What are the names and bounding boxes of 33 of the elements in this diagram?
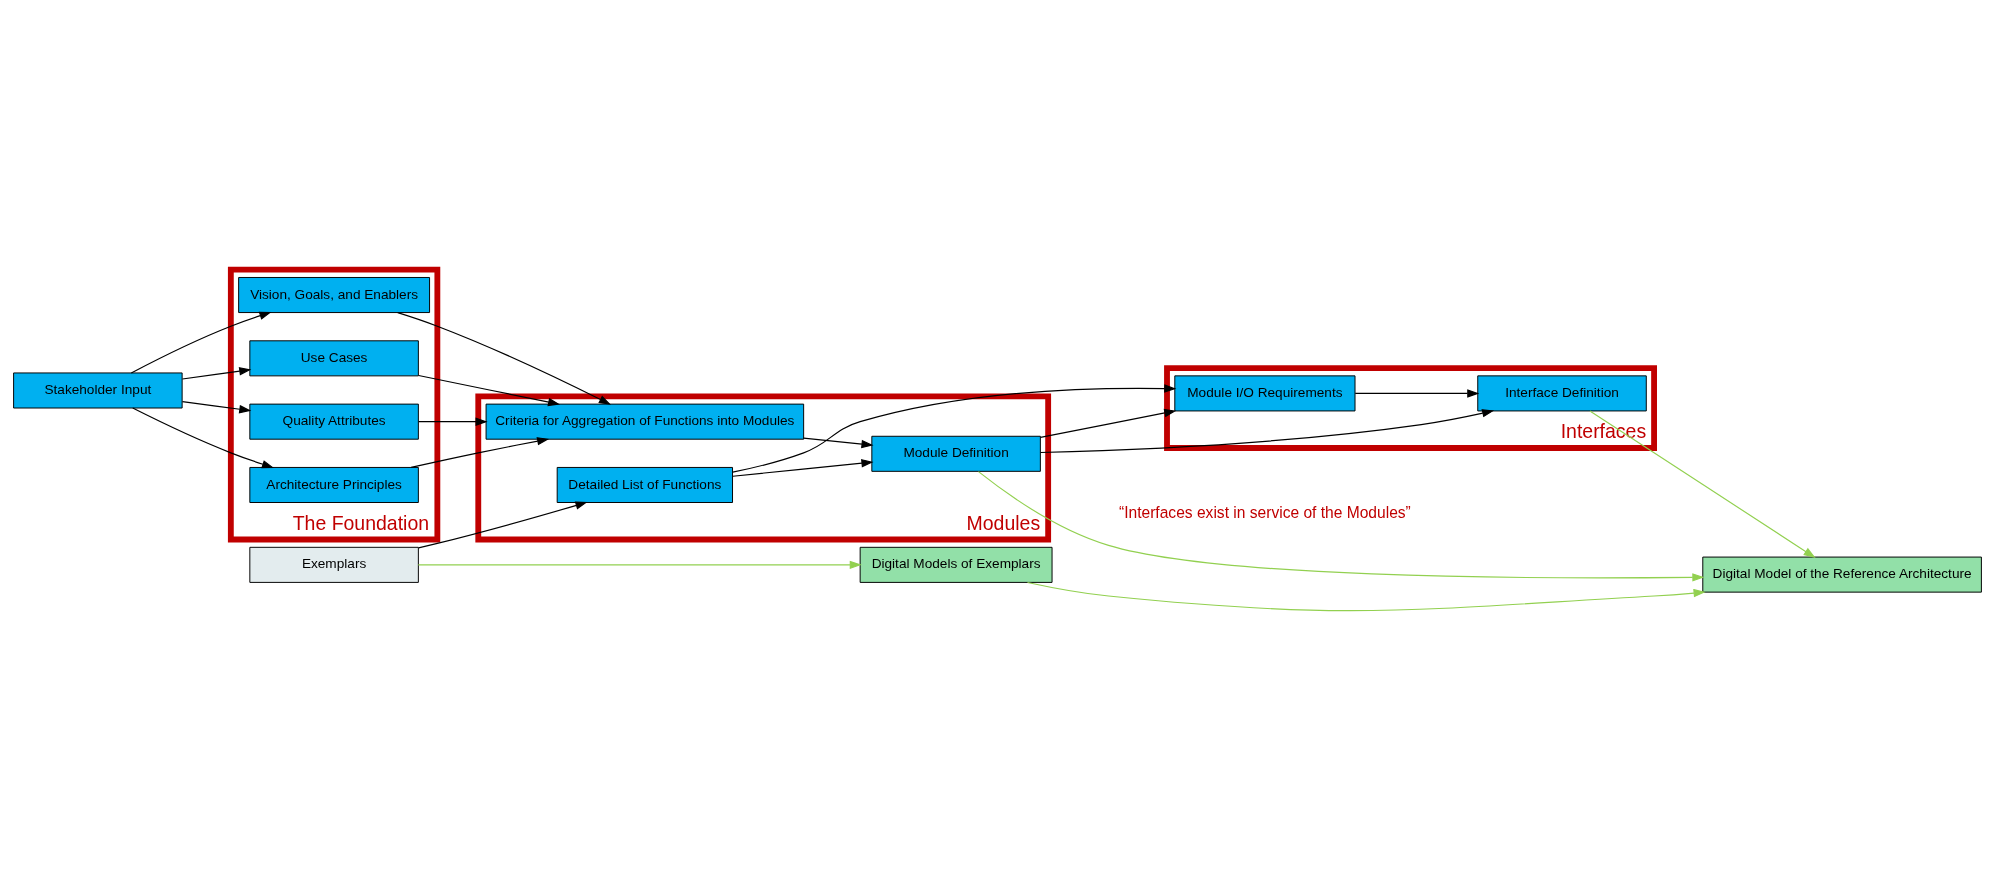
arrow	[418, 374, 561, 406]
arrow	[1589, 409, 1816, 558]
label: “Interfaces exist in service of the Modules”	[1119, 503, 1411, 521]
node-box: Module I/O Requirements	[1174, 374, 1356, 411]
node-box: Quality Attributes	[249, 403, 419, 440]
arrow	[418, 416, 488, 426]
arrow	[732, 458, 874, 477]
node-box: Use Cases	[249, 339, 419, 376]
node-box: Detailed List of Functions	[556, 466, 733, 503]
arrow	[417, 560, 862, 569]
arrow	[803, 436, 874, 448]
arrow	[181, 366, 252, 380]
arrow	[397, 311, 611, 405]
node-box: Stakeholder Input	[13, 371, 183, 408]
arrow	[977, 470, 1705, 582]
node-box: Criteria for Aggregation of Functions into Modules	[485, 403, 805, 440]
arrow	[410, 436, 550, 468]
arrow	[130, 311, 272, 373]
node-box: Digital Models of Exemplars	[859, 546, 1053, 583]
arrow	[1026, 581, 1706, 611]
arrow	[732, 383, 1177, 473]
arrow	[1354, 388, 1480, 398]
node-box: Vision, Goals, and Enablers	[238, 276, 431, 313]
arrow	[1039, 408, 1177, 438]
arrow	[132, 407, 275, 468]
node-box: Architecture Principles	[249, 466, 419, 503]
node-box: Module Definition	[871, 435, 1041, 472]
node-box: Digital Model of the Reference Architecture	[1702, 556, 1982, 593]
arrow	[181, 400, 252, 413]
node-box: Interface Definition	[1477, 374, 1647, 411]
arrow	[418, 500, 588, 548]
node-box: Exemplars	[249, 546, 419, 583]
arrow	[1039, 408, 1495, 453]
